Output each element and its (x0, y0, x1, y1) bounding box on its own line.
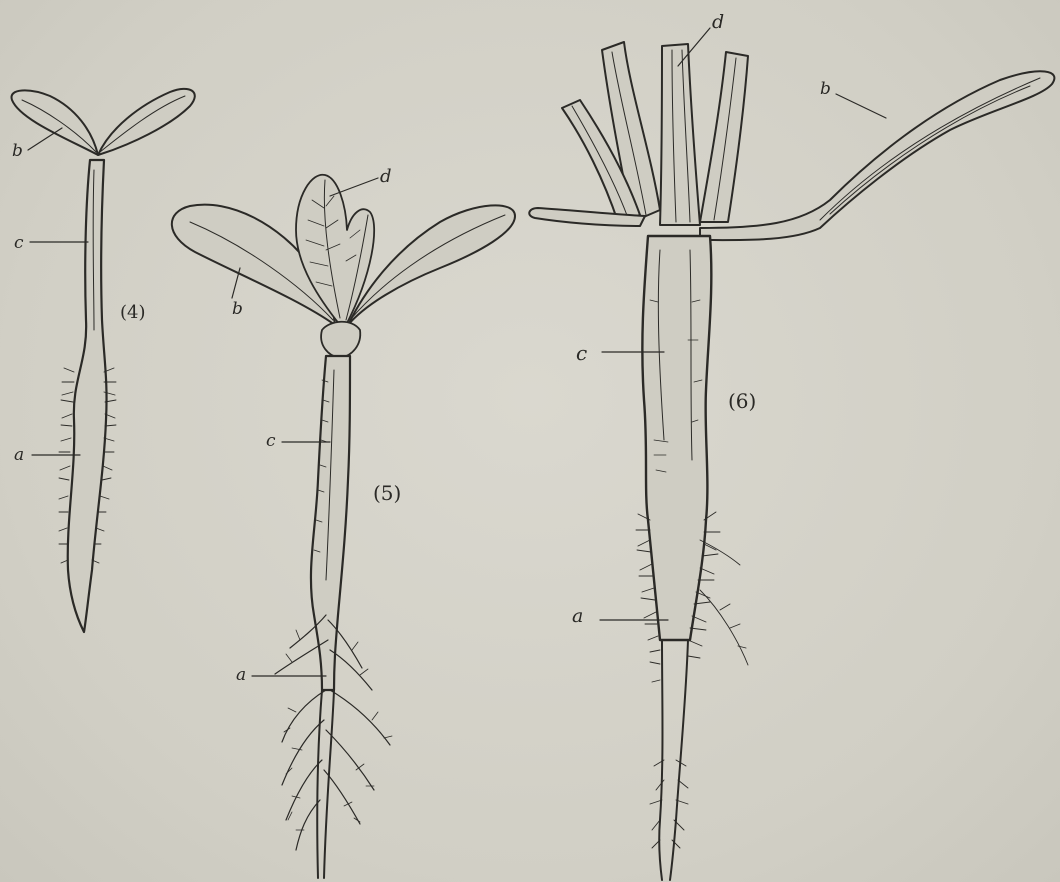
seedling-5: d b c a (5) (172, 166, 515, 878)
seedling-6-label-d: d (712, 11, 724, 33)
seedling-4-figure-number: (4) (120, 302, 146, 323)
seedling-4-cotyledon-right (98, 89, 195, 155)
seedling-6: d b c a (6) (529, 11, 1054, 880)
seedling-4-cotyledon-left (12, 90, 98, 155)
seedling-6-figure-number: (6) (728, 389, 756, 413)
seedling-4-label-a: a (14, 445, 24, 465)
seedling-6-label-a: a (572, 605, 583, 627)
seedling-4-stem (68, 160, 107, 632)
seedling-6-leader-b (836, 94, 886, 118)
seedling-5-label-b: b (232, 299, 243, 319)
seedling-5-figure-number: (5) (373, 481, 401, 505)
seedling-6-stalk-center (660, 44, 700, 225)
seedling-6-stalk-right (700, 52, 748, 222)
seedling-4-label-c: c (14, 233, 24, 253)
seedling-4-leader-b (28, 128, 62, 150)
seedling-6-label-c: c (576, 341, 587, 365)
seedling-5-label-a: a (236, 665, 246, 685)
seedling-4-label-b: b (12, 141, 23, 161)
seedling-6-label-b: b (820, 79, 831, 99)
seedling-4: b c a (4) (12, 89, 195, 632)
seedling-5-label-d: d (380, 166, 392, 187)
seedling-6-cotyledon-right (700, 71, 1054, 240)
seedling-5-label-c: c (266, 431, 276, 451)
seedling-6-root (642, 236, 711, 640)
